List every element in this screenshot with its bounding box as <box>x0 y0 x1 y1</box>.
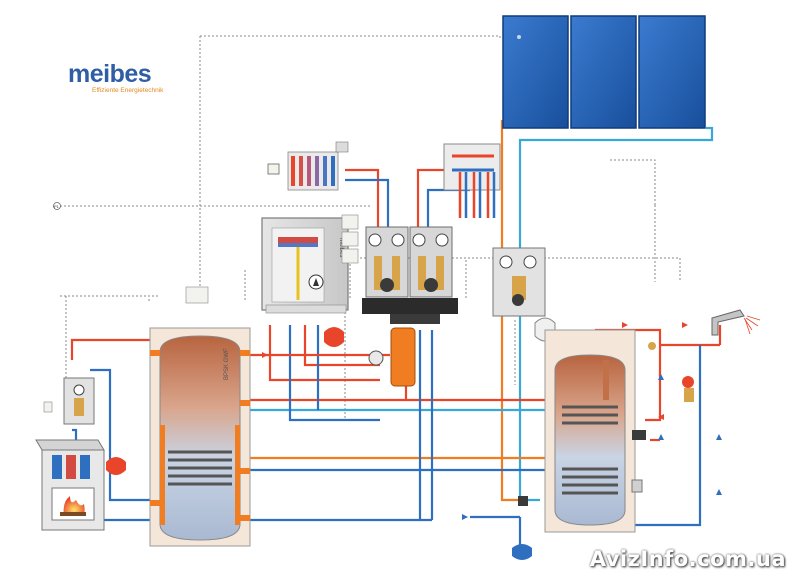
hydraulic-separator-icon <box>368 327 416 387</box>
underfloor-manifold-icon <box>443 143 501 218</box>
radiator-icon <box>287 141 349 191</box>
sensor-label: P1 <box>54 204 60 209</box>
wood-boiler-icon <box>35 439 105 531</box>
faucet-icon <box>711 309 745 336</box>
dhw-tank-icon <box>544 329 646 533</box>
room-controllers <box>185 214 359 304</box>
boiler-brand-label: Meibes <box>338 238 344 257</box>
buffer-tank-label: BPSK GWF <box>224 348 230 380</box>
pump-group-icon <box>362 226 458 324</box>
flow-arrows <box>262 322 688 420</box>
shower-spray-icon <box>743 315 761 335</box>
brand-logo: meibes Effiziente Energietechnik <box>68 62 163 95</box>
solar-collector-icon <box>502 15 706 129</box>
logo-wordmark: meibes <box>68 60 152 88</box>
sensor-marker: P1 <box>53 202 61 210</box>
logo-tagline: Effiziente Energietechnik <box>92 87 164 94</box>
thermostat-icon <box>267 163 280 175</box>
wood-boiler-pump-icon <box>43 377 95 425</box>
solar-station-icon <box>492 247 546 317</box>
flow-arrows-cold <box>462 374 722 520</box>
watermark: AvizInfo.com.ua <box>589 547 786 571</box>
buffer-tank-icon: BPSK GWF <box>149 327 251 547</box>
wall-boiler-icon: Meibes <box>261 217 349 314</box>
dhw-fittings <box>518 342 694 506</box>
